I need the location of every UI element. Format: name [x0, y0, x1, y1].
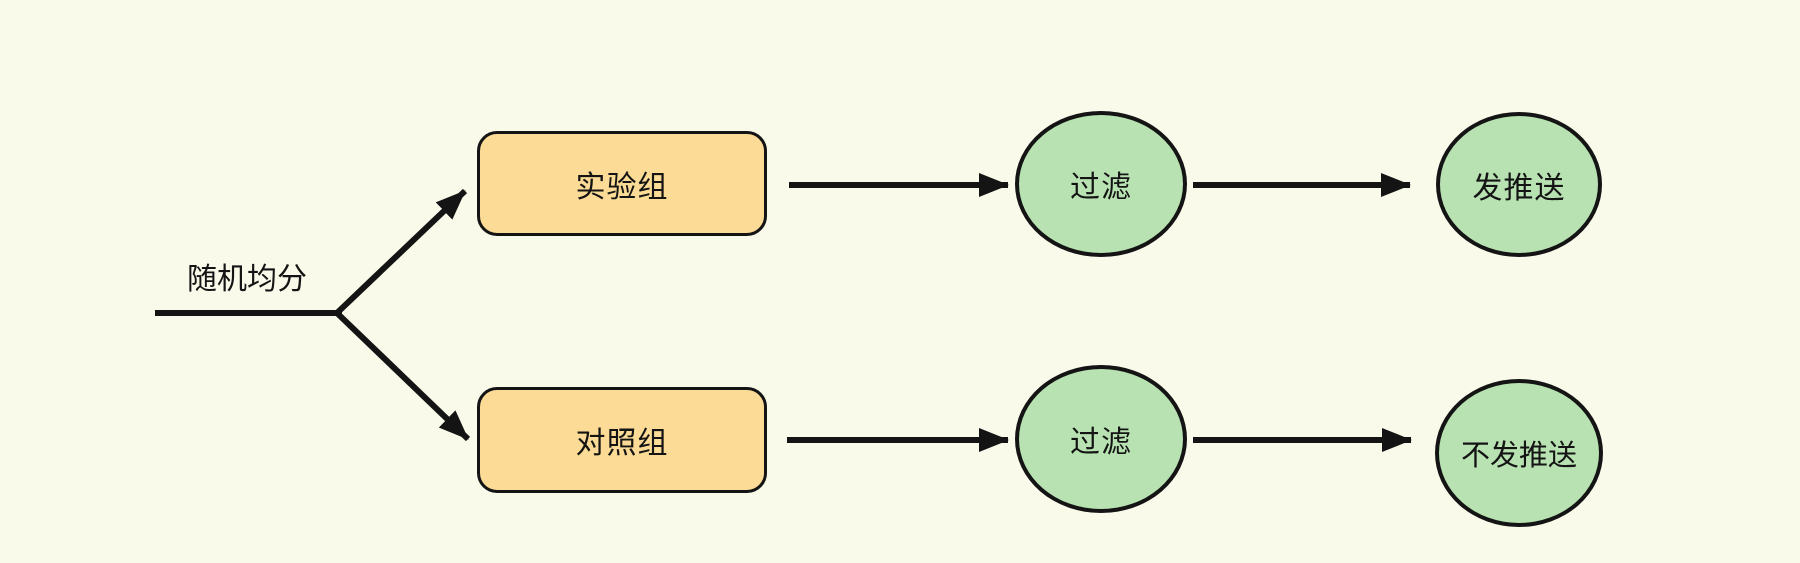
node-filter-bottom-label: 过滤: [1070, 426, 1132, 459]
node-control-group-label: 对照组: [575, 427, 669, 460]
node-experimental-group: 实验组: [477, 131, 767, 236]
branch-arrow-top: [335, 188, 468, 315]
node-send-push: 发推送: [1436, 112, 1602, 257]
node-filter-top: 过滤: [1015, 111, 1187, 257]
node-control-group: 对照组: [477, 387, 767, 493]
node-filter-bottom: 过滤: [1015, 365, 1187, 513]
node-no-push-label: 不发推送: [1460, 440, 1577, 472]
split-label: 随机均分: [187, 263, 307, 296]
branch-arrow-bottom: [335, 311, 471, 442]
node-experimental-group-label: 实验组: [575, 170, 669, 204]
node-filter-top-label: 过滤: [1070, 171, 1132, 204]
node-no-push: 不发推送: [1435, 379, 1603, 527]
node-send-push-label: 发推送: [1472, 171, 1566, 205]
